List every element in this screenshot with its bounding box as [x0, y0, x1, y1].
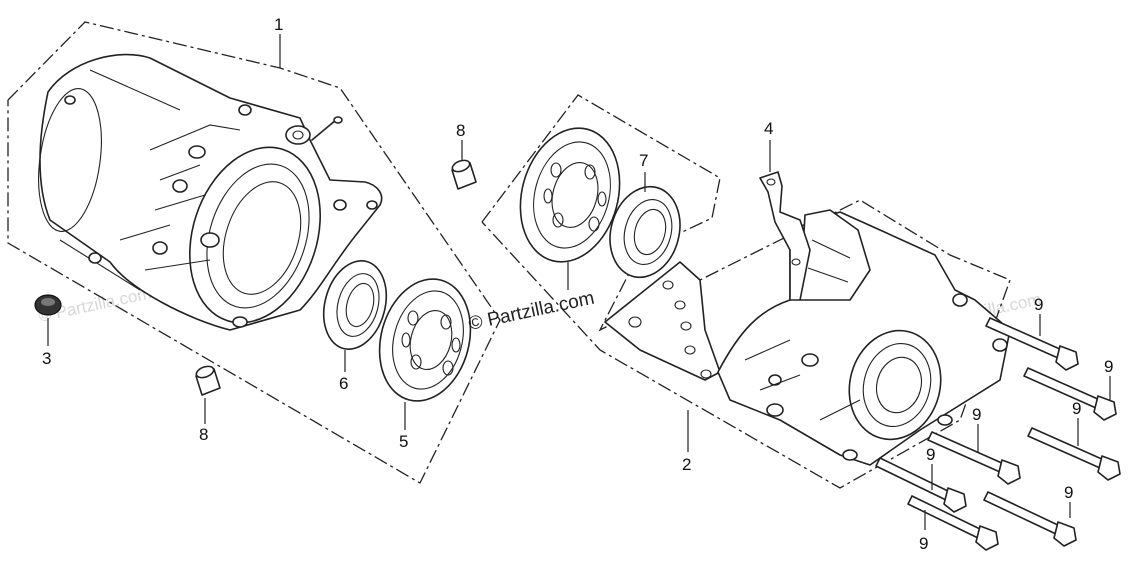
- callout-9-a: 9: [1034, 295, 1043, 314]
- dowel-pin-upper[interactable]: [451, 158, 477, 190]
- callout-numbers: 1 2 3 4 5 6 7 8 8 9 9 9 9 9 9 9: [42, 15, 1113, 553]
- callout-1: 1: [274, 15, 283, 34]
- bolt-set[interactable]: [875, 317, 1121, 551]
- leader-lines: [47, 34, 1111, 530]
- bracket-plate[interactable]: [759, 171, 811, 301]
- bolt-4: [1027, 427, 1121, 481]
- callout-9-c: 9: [1072, 399, 1081, 418]
- callout-9-g: 9: [1064, 483, 1073, 502]
- left-crankcase-half[interactable]: [30, 53, 383, 340]
- callout-9-e: 9: [926, 445, 935, 464]
- group-outline-left: [7, 21, 501, 484]
- bearing-right[interactable]: [506, 117, 634, 273]
- bolt-7: [983, 491, 1077, 547]
- callout-9-d: 9: [972, 405, 981, 424]
- callout-7: 7: [639, 151, 648, 170]
- callout-6: 6: [339, 374, 348, 393]
- oil-seal-right[interactable]: [600, 179, 689, 285]
- bolt-6: [907, 495, 999, 551]
- group-outline-right: [481, 94, 1011, 489]
- bearing-left[interactable]: [366, 269, 483, 412]
- callout-8-lower: 8: [199, 425, 208, 444]
- callout-9-b: 9: [1104, 357, 1113, 376]
- callout-3: 3: [42, 349, 51, 368]
- callout-2: 2: [682, 455, 691, 474]
- callout-9-f: 9: [919, 534, 928, 553]
- callout-4: 4: [764, 119, 773, 138]
- oil-seal-left[interactable]: [314, 254, 395, 356]
- bolt-1: [985, 317, 1079, 371]
- bolt-3: [927, 431, 1021, 485]
- copyright-text: © Partzilla.com: [467, 288, 597, 335]
- callout-8-upper: 8: [456, 121, 465, 140]
- bolt-2: [1023, 367, 1117, 421]
- callout-5: 5: [399, 432, 408, 451]
- rubber-plug[interactable]: [34, 294, 62, 316]
- dowel-pin-lower[interactable]: [195, 364, 221, 396]
